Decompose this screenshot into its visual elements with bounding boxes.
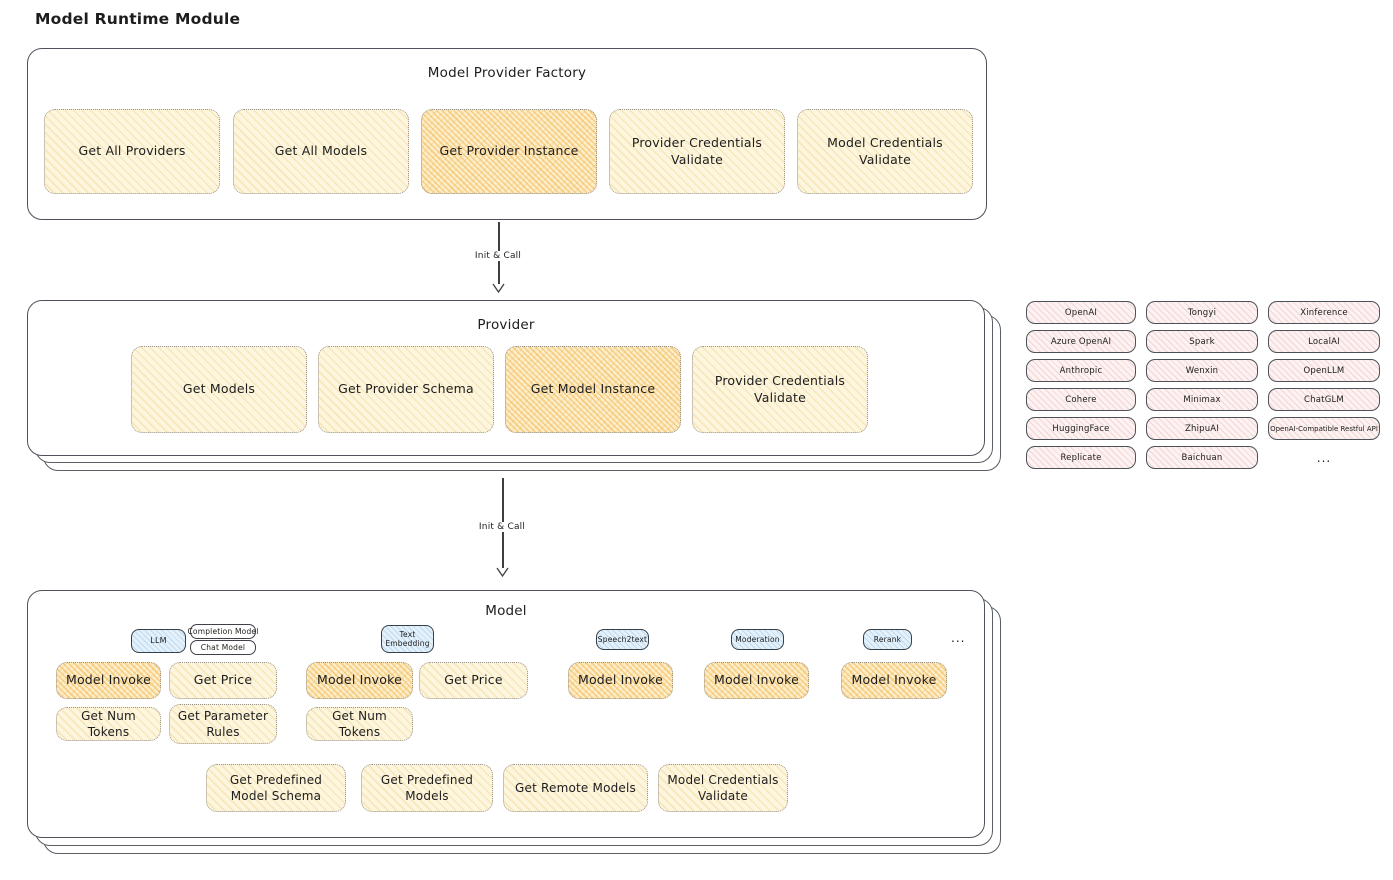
provider-item-cohere: Cohere bbox=[1026, 388, 1136, 411]
method-get-provider-schema: Get Provider Schema bbox=[318, 346, 494, 433]
rerank-model-invoke: Model Invoke bbox=[841, 662, 947, 699]
provider-list: OpenAI Tongyi Xinference Azure OpenAI Sp… bbox=[1026, 301, 1380, 469]
model-title: Model bbox=[485, 603, 527, 619]
arrow-down-icon-2 bbox=[496, 567, 509, 578]
factory-box: Model Provider Factory Get All Providers… bbox=[27, 48, 987, 220]
provider-item-openai: OpenAI bbox=[1026, 301, 1136, 324]
provider-item-openai-compatible-restful-api: OpenAI-Compatible Restful API bbox=[1268, 417, 1380, 440]
method-get-predefined-model-schema: Get Predefined Model Schema bbox=[206, 764, 346, 812]
llm-get-num-tokens: Get Num Tokens bbox=[56, 707, 161, 741]
model-box: Model LLM Completion Model Chat Model Te… bbox=[27, 590, 985, 838]
tab-speech2text: Speech2text bbox=[596, 629, 649, 650]
provider-item-azure-openai: Azure OpenAI bbox=[1026, 330, 1136, 353]
tab-moderation: Moderation bbox=[731, 629, 784, 650]
speech2text-model-invoke: Model Invoke bbox=[568, 662, 673, 699]
method-get-provider-instance: Get Provider Instance bbox=[421, 109, 597, 194]
provider-item-huggingface: HuggingFace bbox=[1026, 417, 1136, 440]
text-embedding-get-price: Get Price bbox=[419, 662, 528, 699]
arrow-label-init-call-2: Init & Call bbox=[473, 522, 531, 532]
factory-title: Model Provider Factory bbox=[427, 65, 587, 81]
text-embedding-model-invoke: Model Invoke bbox=[306, 662, 413, 699]
provider-item-wenxin: Wenxin bbox=[1146, 359, 1258, 382]
chip-completion-model: Completion Model bbox=[187, 624, 258, 639]
method-model-credentials-validate: Model Credentials Validate bbox=[797, 109, 973, 194]
method-provider-credentials-validate: Provider Credentials Validate bbox=[609, 109, 785, 194]
provider-box: Provider Get Models Get Provider Schema … bbox=[27, 300, 985, 456]
arrow-label-init-call-1: Init & Call bbox=[469, 251, 527, 261]
arrow-down-icon bbox=[492, 283, 505, 294]
provider-item-baichuan: Baichuan bbox=[1146, 446, 1258, 469]
llm-get-price: Get Price bbox=[169, 662, 277, 699]
method-get-all-models: Get All Models bbox=[233, 109, 409, 194]
provider-item-chatglm: ChatGLM bbox=[1268, 388, 1380, 411]
tab-rerank: Rerank bbox=[863, 629, 912, 650]
provider-item-zhipuai: ZhipuAI bbox=[1146, 417, 1258, 440]
text-embedding-get-num-tokens: Get Num Tokens bbox=[306, 707, 413, 741]
llm-get-parameter-rules: Get Parameter Rules bbox=[169, 704, 277, 744]
method-provider-credentials-validate-2: Provider Credentials Validate bbox=[692, 346, 868, 433]
method-get-predefined-models: Get Predefined Models bbox=[361, 764, 493, 812]
tab-llm: LLM bbox=[131, 629, 186, 653]
model-types-ellipsis: ... bbox=[951, 631, 966, 645]
provider-item-anthropic: Anthropic bbox=[1026, 359, 1136, 382]
chip-chat-model: Chat Model bbox=[190, 640, 256, 655]
provider-item-xinference: Xinference bbox=[1268, 301, 1380, 324]
provider-item-replicate: Replicate bbox=[1026, 446, 1136, 469]
provider-item-localai: LocalAI bbox=[1268, 330, 1380, 353]
provider-item-openllm: OpenLLM bbox=[1268, 359, 1380, 382]
provider-item-tongyi: Tongyi bbox=[1146, 301, 1258, 324]
provider-list-ellipsis: ... bbox=[1316, 450, 1332, 465]
method-get-all-providers: Get All Providers bbox=[44, 109, 220, 194]
moderation-model-invoke: Model Invoke bbox=[704, 662, 809, 699]
method-get-models: Get Models bbox=[131, 346, 307, 433]
provider-title: Provider bbox=[477, 317, 535, 333]
tab-text-embedding: Text Embedding bbox=[381, 625, 434, 653]
method-model-credentials-validate-2: Model Credentials Validate bbox=[658, 764, 788, 812]
method-get-remote-models: Get Remote Models bbox=[503, 764, 648, 812]
method-get-model-instance: Get Model Instance bbox=[505, 346, 681, 433]
provider-item-spark: Spark bbox=[1146, 330, 1258, 353]
llm-model-invoke: Model Invoke bbox=[56, 662, 161, 699]
page-title: Model Runtime Module bbox=[35, 10, 241, 28]
provider-item-minimax: Minimax bbox=[1146, 388, 1258, 411]
